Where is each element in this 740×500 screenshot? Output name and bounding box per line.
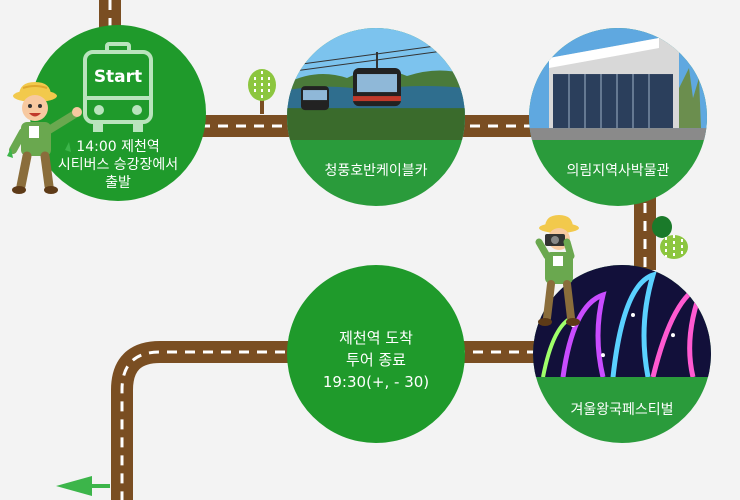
- photographer-character: [535, 215, 580, 326]
- stop-label: 청풍호반케이블카: [324, 163, 428, 179]
- start-line-1: 14:00 제천역: [76, 139, 160, 155]
- cable-car-photo: [287, 28, 465, 141]
- start-line-3: 출발: [105, 175, 131, 191]
- start-badge: Start: [93, 67, 143, 87]
- stop-cable-car: 청풍호반케이블카: [287, 28, 465, 206]
- tree-icon: [652, 216, 688, 259]
- museum-photo: [529, 28, 707, 141]
- stop-label: 의림지역사박물관: [566, 163, 670, 179]
- start-line-2: 시티버스 승강장에서: [57, 157, 179, 173]
- end-line-1: 제천역 도착: [339, 329, 413, 347]
- direction-arrow-icon: [56, 476, 110, 496]
- end-circle: 제천역 도착 투어 종료 19:30(+, - 30): [287, 265, 465, 443]
- start-circle: Start 14:00 제천역 시티버스 승강장에서 출발: [30, 25, 206, 201]
- stop-winter-festival: 겨울왕국페스티벌: [533, 265, 711, 443]
- stop-museum: 의림지역사박물관: [529, 28, 707, 206]
- end-line-3: 19:30(+, - 30): [322, 373, 430, 391]
- hiker-character: [7, 82, 82, 194]
- tree-icon: [248, 69, 276, 114]
- stop-label: 겨울왕국페스티벌: [570, 402, 674, 418]
- bus-icon: [83, 42, 153, 132]
- end-line-2: 투어 종료: [346, 351, 406, 369]
